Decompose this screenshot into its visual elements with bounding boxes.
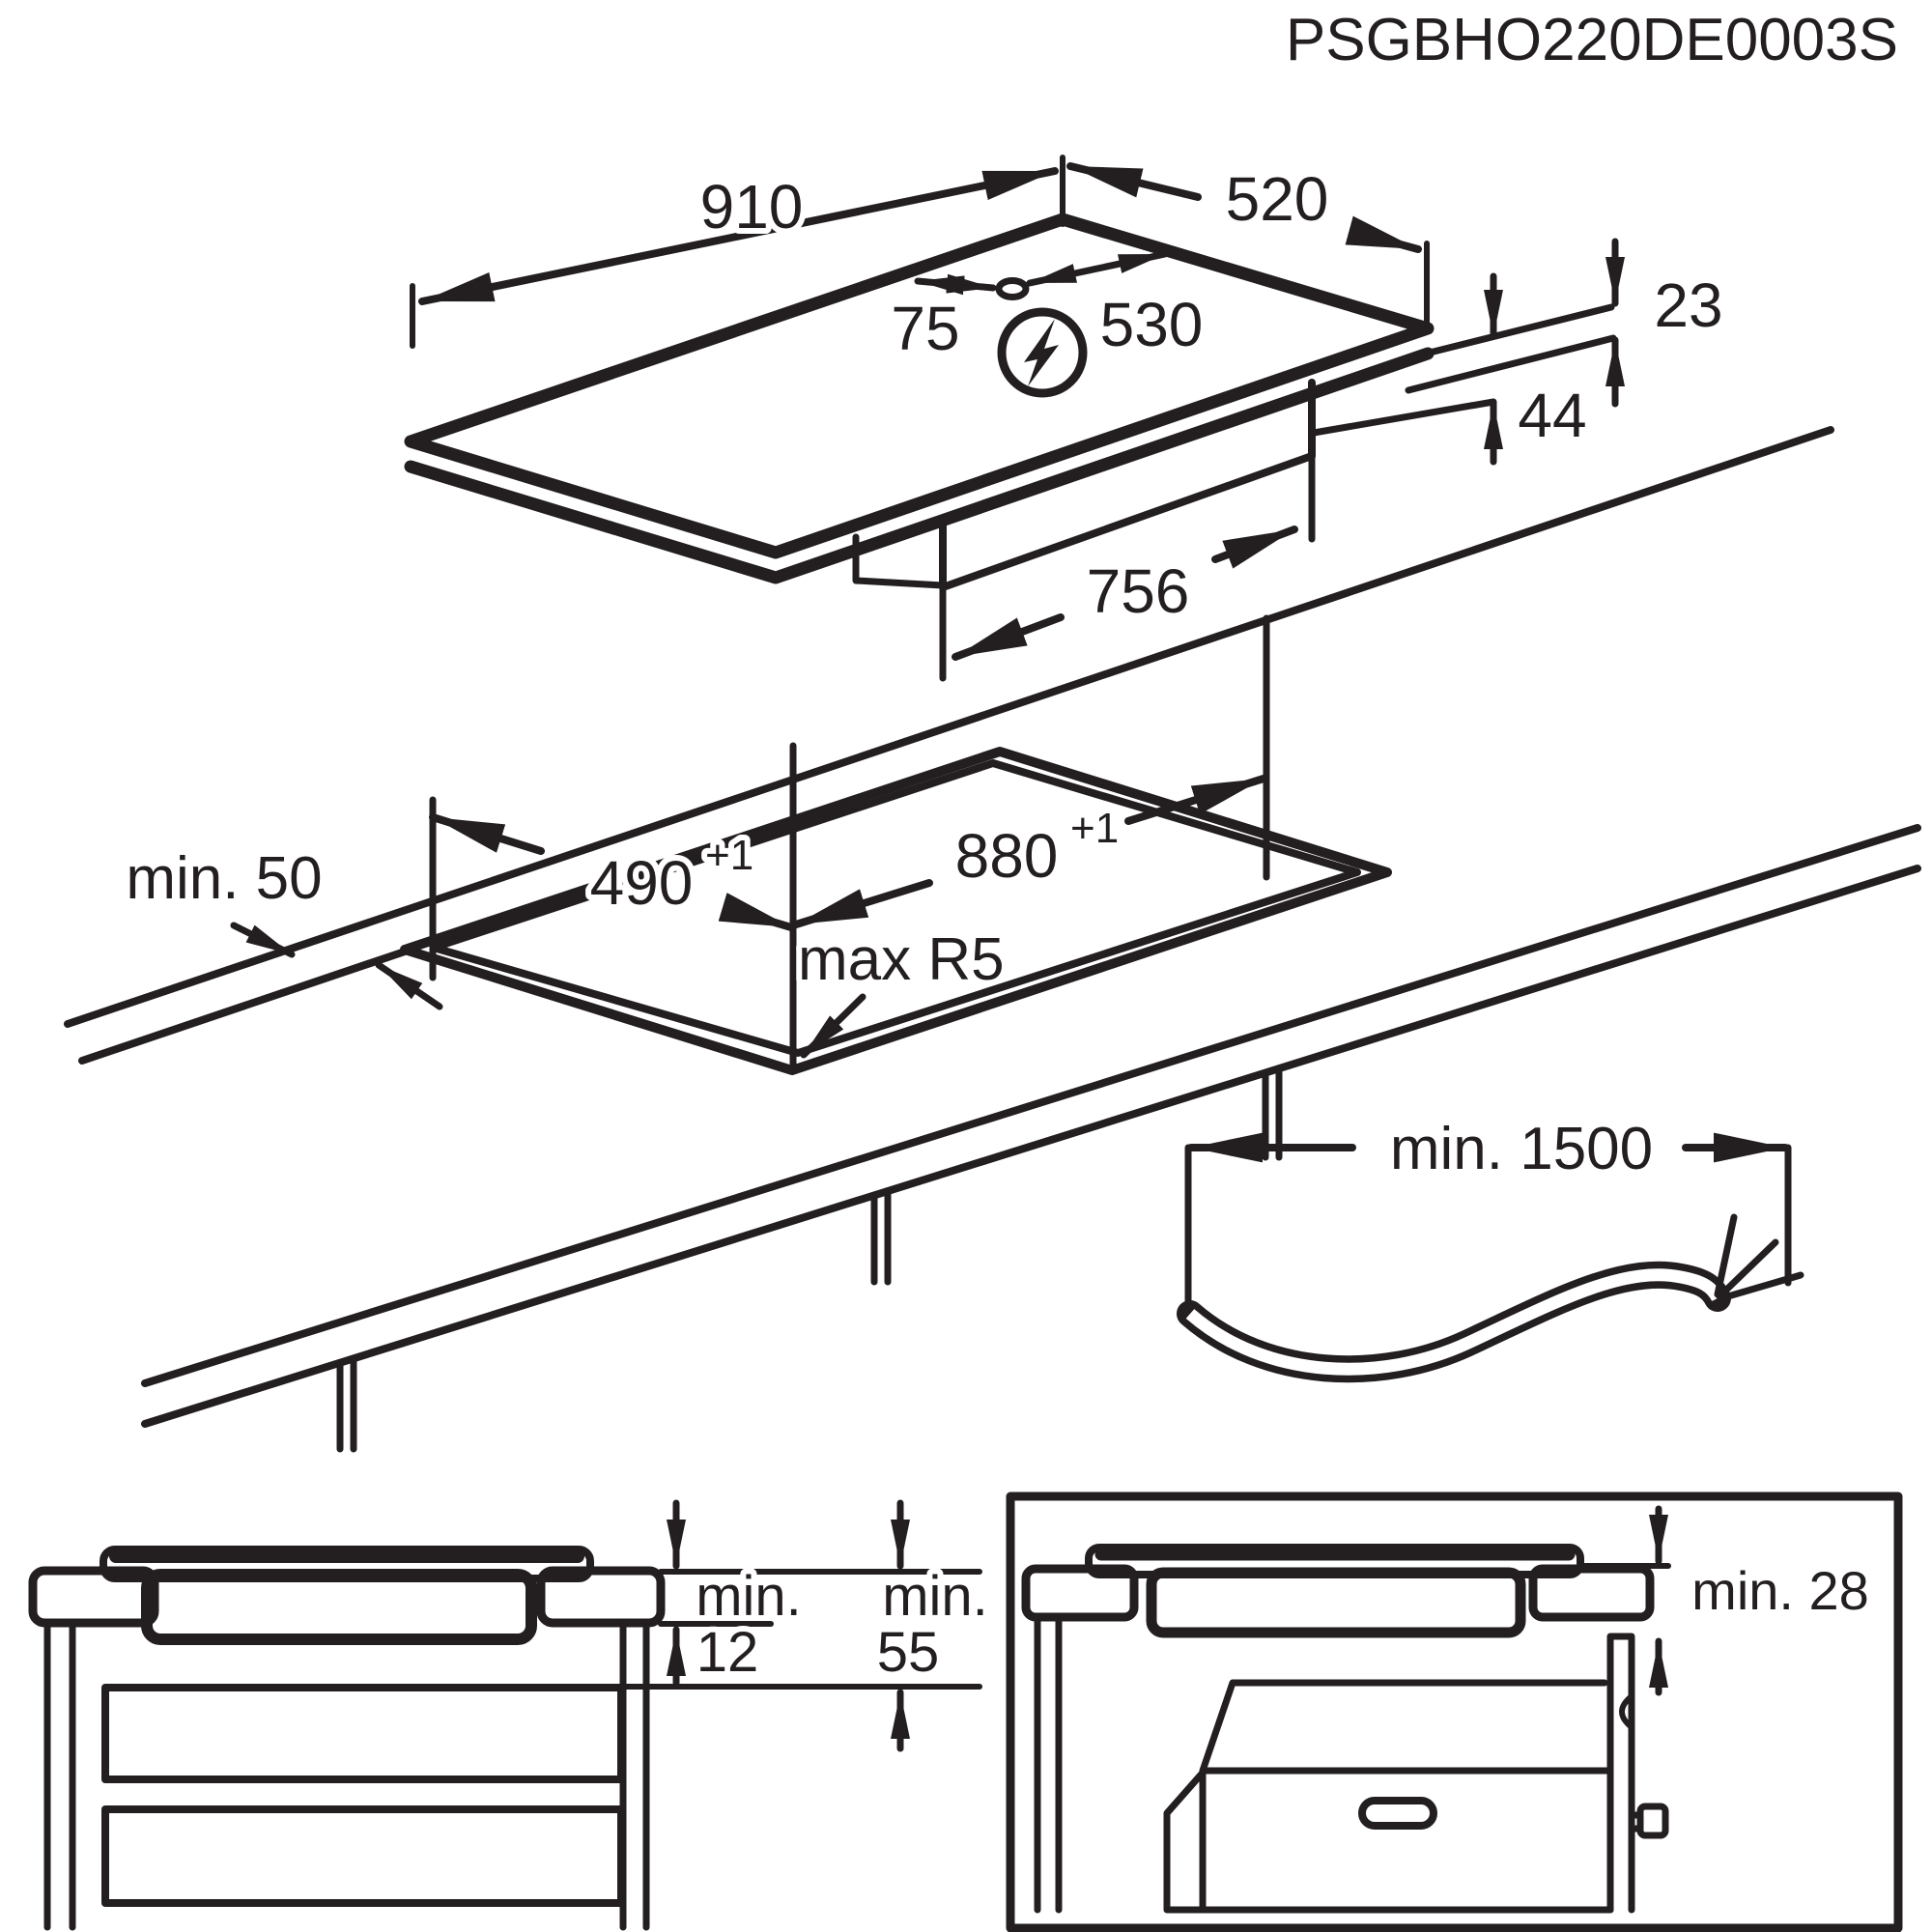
cutout-view: 490 +1 880 +1 min. 50 max R5 xyxy=(64,426,1921,1453)
side-view-left: min. 12 min. 55 xyxy=(28,1499,994,1931)
cable-gland-icon xyxy=(995,277,1030,300)
product-code: PSGBHO220DE0003S xyxy=(1286,7,1898,73)
worktop-front-edge-bottom xyxy=(141,865,1921,1428)
dim-530: 530 xyxy=(1100,290,1204,359)
cabinet-legs xyxy=(43,1619,650,1931)
dim-line-756-b xyxy=(1211,526,1298,569)
arrow-min50-outer xyxy=(230,922,296,958)
worktop-back-edge xyxy=(64,426,1834,1028)
dim-min50: min. 50 xyxy=(126,845,322,912)
cable-length-view: min. 1500 xyxy=(1177,1110,1804,1383)
worktop-slab-left-2 xyxy=(1021,1564,1139,1622)
dim-490-tolerance: +1 xyxy=(705,832,753,879)
dim-520: 520 xyxy=(1226,164,1329,234)
cutout-inner xyxy=(430,759,1361,1057)
worktop-slab-right xyxy=(536,1566,666,1628)
side-view-right: min. 28 xyxy=(1006,1492,1903,1932)
dim-12: 12 xyxy=(696,1621,759,1684)
drawer-front-bottom xyxy=(101,1805,625,1907)
dim-min1500: min. 1500 xyxy=(1390,1116,1653,1182)
oven-handle xyxy=(1358,1797,1437,1830)
oven-knob xyxy=(1636,1803,1669,1839)
arrow-maxR5 xyxy=(800,993,867,1059)
dim-line-910 xyxy=(418,167,1059,305)
hob-glass-edge xyxy=(404,347,1435,584)
oven-side-panel xyxy=(1606,1633,1635,1914)
cutout-edge-extension xyxy=(78,948,409,1065)
dim-44: 44 xyxy=(1518,381,1586,450)
dim-23: 23 xyxy=(1654,270,1722,340)
worktop-leg-right xyxy=(1262,1065,1283,1161)
worktop-bottom-line xyxy=(1405,334,1617,394)
worktop-leg-left xyxy=(336,1355,357,1453)
lightning-bolt-icon xyxy=(1024,319,1059,386)
dim-min28: min. 28 xyxy=(1691,1560,1869,1621)
worktop-slab-left xyxy=(28,1566,159,1628)
dim-880: 880 xyxy=(955,821,1059,891)
label-min-2: min. xyxy=(882,1565,988,1628)
hob-body-section xyxy=(141,1569,537,1645)
cutout-outer xyxy=(400,747,1392,1075)
dim-line-880-a xyxy=(792,879,933,928)
dim-line-530 xyxy=(1026,250,1169,287)
label-min-1: min. xyxy=(696,1565,802,1628)
arrow-min50-inner xyxy=(375,961,443,1010)
worktop-leg-middle xyxy=(870,1188,892,1286)
dim-line-75 xyxy=(914,273,997,296)
dim-line-490-a xyxy=(429,813,545,855)
hob-body-bottom-line xyxy=(1310,398,1497,437)
dim-880-tolerance: +1 xyxy=(1070,805,1119,852)
oven-hinge-arc xyxy=(1619,1693,1634,1730)
cable-wire-ends-icon xyxy=(1714,1213,1804,1302)
dim-line-520-a xyxy=(1066,162,1202,201)
worktop-front-edge-top xyxy=(141,824,1921,1387)
dim-line-490-b xyxy=(718,893,795,931)
dim-490: 490 xyxy=(590,848,694,918)
worktop-top-line xyxy=(1399,303,1615,363)
dim-910: 910 xyxy=(700,172,804,242)
drawer-front-top xyxy=(101,1684,625,1783)
dim-line-520-b xyxy=(1345,215,1422,253)
dim-756: 756 xyxy=(1087,556,1190,626)
dim-maxR5: max R5 xyxy=(798,926,1005,993)
electric-connection-icon xyxy=(997,307,1088,398)
cabinet-legs-2 xyxy=(1034,1613,1063,1914)
mains-cable-core xyxy=(1185,1268,1723,1376)
hob-glass-section-2 xyxy=(1085,1544,1584,1578)
dim-line-756-a xyxy=(952,613,1065,661)
hob-glass-top xyxy=(404,213,1435,559)
oven-body xyxy=(1163,1679,1614,1914)
hob-body-outline xyxy=(939,379,1316,591)
hob-body-section-2 xyxy=(1146,1567,1526,1638)
dim-75: 75 xyxy=(891,294,959,363)
iso-view: 910 520 75 530 23 44 756 xyxy=(404,155,1729,682)
dim-55: 55 xyxy=(877,1621,940,1684)
dim-line-880-b xyxy=(1124,775,1267,825)
view-frame xyxy=(1006,1492,1903,1932)
